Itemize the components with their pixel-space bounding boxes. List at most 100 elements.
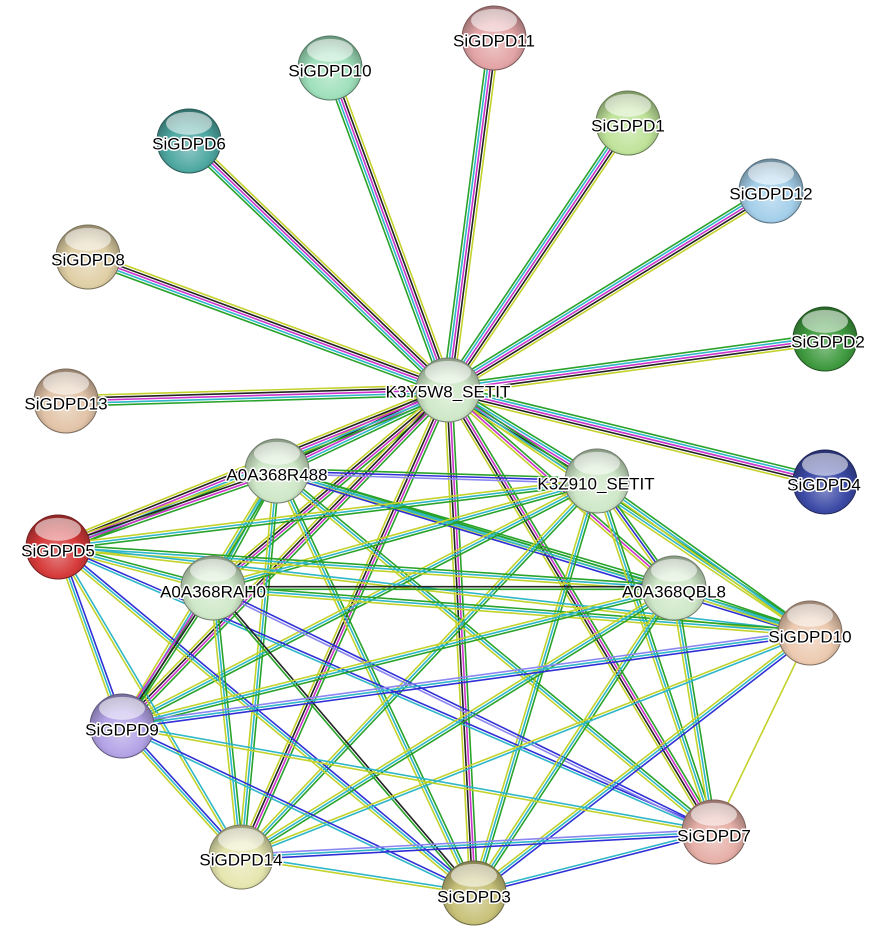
node-highlight: [470, 8, 518, 32]
node-SiGDPD14[interactable]: SiGDPD14: [198, 824, 284, 890]
edge-strand-cyan: [121, 632, 811, 727]
edge-A0A368R488-SiGDPD5: [56, 466, 279, 552]
node-SiGDPD4[interactable]: SiGDPD4: [786, 449, 862, 515]
edge-strand-blue: [122, 634, 811, 730]
edge-SiGDPD10_bottom-SiGDPD3: [471, 630, 813, 896]
edge-strand-magenta: [87, 256, 449, 391]
edge-K3Y5W8_SETIT-SiGDPD8: [85, 251, 451, 396]
node-A0A368RAH0[interactable]: A0A368RAH0: [159, 555, 267, 621]
edge-strand-yellow: [55, 548, 473, 896]
edge-strand-black: [331, 66, 452, 390]
node-label: A0A368RAH0: [160, 582, 266, 601]
node-SiGDPD9[interactable]: SiGDPD9: [84, 693, 160, 759]
edge-A0A368RAH0-SiGDPD14: [209, 587, 245, 858]
edge-strand-cyan: [57, 480, 598, 548]
node-SiGDPD5[interactable]: SiGDPD5: [20, 514, 96, 580]
node-A0A368QBL8[interactable]: A0A368QBL8: [621, 555, 727, 621]
edge-SiGDPD10_bottom-SiGDPD7: [713, 632, 811, 833]
node-SiGDPD13[interactable]: SiGDPD13: [23, 368, 109, 434]
edge-strand-blue: [475, 634, 813, 896]
node-highlight: [650, 558, 698, 582]
node-A0A368R488[interactable]: A0A368R488: [225, 438, 329, 504]
node-highlight: [64, 227, 112, 251]
edge-SiGDPD5-SiGDPD3: [55, 544, 477, 896]
node-highlight: [801, 309, 849, 333]
node-highlight: [189, 558, 237, 582]
edge-strand-green: [124, 392, 452, 730]
edge-strand-cyan: [276, 470, 715, 833]
node-SiGDPD11[interactable]: SiGDPD11: [452, 5, 536, 71]
edge-strand-black: [448, 192, 773, 393]
node-SiGDPD10_bottom[interactable]: SiGDPD10: [767, 600, 853, 666]
edge-strand-cyan: [241, 854, 475, 893]
node-label: SiGDPD5: [21, 541, 95, 560]
edge-strand-cyan: [596, 480, 811, 634]
edge-layer: [54, 37, 827, 896]
edge-strand-green: [122, 589, 675, 730]
edge-SiGDPD10_bottom-SiGDPD14: [240, 631, 811, 859]
node-highlight: [786, 603, 834, 627]
node-SiGDPD2[interactable]: SiGDPD2: [790, 306, 866, 372]
node-highlight: [42, 371, 90, 395]
edge-A0A368RAH0-SiGDPD7: [212, 586, 715, 834]
edge-strand-blue: [474, 832, 715, 896]
edge-K3Z910_SETIT-SiGDPD10_bottom: [595, 478, 812, 636]
edge-strand-yellow: [239, 585, 674, 856]
node-SiGDPD3[interactable]: SiGDPD3: [436, 860, 512, 926]
node-label: K3Y5W8_SETIT: [386, 382, 511, 401]
node-highlight: [690, 802, 738, 826]
edge-strand-yellow: [274, 472, 713, 835]
edge-strand-yellow: [121, 584, 674, 725]
edge-strand-green: [85, 261, 447, 396]
edge-strand-green: [442, 37, 490, 390]
edge-strand-magenta: [447, 338, 826, 391]
edge-SiGDPD5-A0A368QBL8: [57, 543, 675, 592]
edge-strand-black: [190, 138, 451, 389]
edge-strand-cyan: [121, 726, 474, 895]
node-SiGDPD12[interactable]: SiGDPD12: [728, 158, 814, 224]
edge-strand-cyan: [240, 587, 675, 858]
node-SiGDPD10_top[interactable]: SiGDPD10: [287, 35, 373, 101]
edge-strand-yellow: [209, 588, 240, 858]
edge-K3Y5W8_SETIT-SiGDPD4: [446, 384, 827, 488]
edge-strand-green: [66, 394, 449, 407]
node-SiGDPD6[interactable]: SiGDPD6: [151, 108, 227, 174]
node-label: SiGDPD7: [677, 826, 751, 845]
edge-strand-green: [213, 584, 811, 632]
edge-strand-yellow: [89, 251, 451, 386]
edge-strand-cyan: [241, 633, 811, 859]
edge-strand-black: [448, 340, 826, 394]
edge-strand-green: [242, 482, 600, 860]
edge-strand-cyan: [276, 470, 475, 894]
edge-strand-cyan: [447, 335, 825, 389]
node-K3Z910_SETIT[interactable]: K3Z910_SETIT: [536, 448, 656, 514]
node-highlight: [306, 38, 354, 62]
edge-strand-yellow: [713, 632, 811, 833]
edge-strand-cyan: [121, 587, 675, 727]
edge-strand-magenta: [65, 389, 449, 402]
node-K3Y5W8_SETIT[interactable]: K3Y5W8_SETIT: [384, 357, 512, 423]
edge-strand-cyan: [121, 480, 598, 727]
edge-strand-cyan: [57, 546, 675, 589]
edge-K3Y5W8_SETIT-SiGDPD12: [444, 185, 775, 396]
node-SiGDPD8[interactable]: SiGDPD8: [50, 224, 126, 290]
node-SiGDPD7[interactable]: SiGDPD7: [676, 799, 752, 865]
node-label: SiGDPD10: [768, 627, 851, 646]
edge-SiGDPD5-SiGDPD14: [56, 545, 243, 859]
node-highlight: [98, 696, 146, 720]
edge-strand-black: [65, 386, 448, 400]
edge-strand-cyan: [240, 470, 278, 858]
node-highlight: [34, 517, 82, 541]
edge-strand-lavender: [276, 472, 597, 485]
edge-strand-black: [120, 388, 448, 726]
edge-strand-yellow: [595, 482, 809, 636]
edge-strand-green: [211, 588, 474, 895]
edge-strand-cyan: [86, 258, 448, 394]
edge-strand-cyan: [240, 831, 715, 858]
edge-strand-blue: [241, 833, 715, 861]
edge-strand-cyan: [473, 632, 811, 894]
node-SiGDPD1[interactable]: SiGDPD1: [590, 90, 666, 156]
edge-strand-yellow: [446, 391, 810, 636]
edge-strand-cyan: [473, 829, 714, 893]
